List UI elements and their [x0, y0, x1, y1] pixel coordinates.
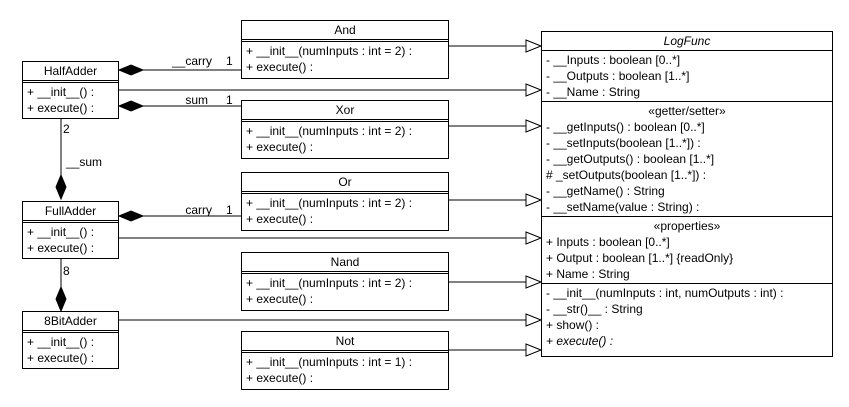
inheritance-arrowhead [525, 343, 543, 357]
class-name: Nand [242, 253, 448, 272]
class-and[interactable]: And + __init__(numInputs : int = 2) : + … [241, 20, 449, 79]
operation-execute: + execute() : [246, 212, 314, 226]
operation-get-outputs: - __getOutputs() : boolean [1..*] [546, 152, 715, 166]
inheritance-arrowhead [525, 39, 543, 53]
class-xor[interactable]: Xor + __init__(numInputs : int = 2) : + … [241, 100, 449, 159]
role-sum-label: __sum [172, 93, 209, 107]
operations-compartment: + __init__(numInputs : int = 1) : + exec… [242, 353, 448, 387]
multiplicity-label: 8 [63, 264, 70, 278]
attributes-compartment [242, 272, 448, 274]
class-or[interactable]: Or + __init__(numInputs : int = 2) : + e… [241, 172, 449, 231]
multiplicity-label: 1 [226, 203, 233, 217]
attributes-compartment [23, 221, 118, 223]
multiplicity-label: 1 [226, 93, 233, 107]
operations-compartment: + __init__(numInputs : int = 2) : + exec… [242, 274, 448, 308]
composition-diamond [55, 173, 67, 201]
attributes-compartment [23, 81, 118, 83]
class-name: HalfAdder [23, 62, 118, 81]
role-carry-label: __carry [172, 203, 213, 217]
attribute-outputs: - __Outputs : boolean [1..*] [546, 69, 690, 83]
stereotype-properties: «properties» [653, 219, 721, 233]
operations-compartment: + __init__(numInputs : int = 2) : + exec… [242, 194, 448, 228]
operation-init: + __init__() : [27, 335, 95, 349]
attributes-compartment [242, 120, 448, 122]
operations-compartment: + __init__(numInputs : int = 2) : + exec… [242, 122, 448, 156]
property-name: + Name : String [546, 267, 630, 281]
operation-init: + __init__(numInputs : int = 2) : [246, 196, 413, 210]
class-name: And [242, 21, 448, 40]
composition-diamond [117, 100, 145, 112]
class-name: LogFunc [542, 32, 832, 51]
operation-show: + show() : [546, 318, 600, 332]
operation-init: + __init__() : [27, 85, 95, 99]
properties-compartment: «properties» + Inputs : boolean [0..*] +… [542, 217, 832, 284]
operation-execute: + execute() : [27, 241, 95, 255]
operation-set-name: - __setName(value : String) : [546, 200, 700, 214]
inheritance-arrowhead [525, 83, 543, 97]
stereotype-getter-setter: «getter/setter» [648, 104, 726, 118]
operations-compartment: + __init__() : + execute() : [23, 223, 118, 257]
operation-set-inputs: - __setInputs(boolean [1..*]) : [546, 136, 701, 150]
class-halfadder[interactable]: HalfAdder + __init__() : + execute() : [22, 61, 119, 119]
operations-compartment: + __init__() : + execute() : [23, 83, 118, 117]
class-fulladder[interactable]: FullAdder + __init__() : + execute() : [22, 201, 119, 259]
attribute-name: - __Name : String [546, 85, 641, 99]
role-sum-label: __sum [66, 155, 103, 169]
operation-set-outputs: # _setOutputs(boolean [1..*]) : [546, 168, 707, 182]
operation-str: - __str()__ : String [546, 302, 643, 316]
operations-compartment: + __init__(numInputs : int = 2) : + exec… [242, 42, 448, 76]
composition-diamond [117, 64, 145, 76]
getter-setter-compartment: «getter/setter» - __getInputs() : boolea… [542, 102, 832, 217]
operation-execute-abstract: + execute() : [546, 334, 614, 348]
inheritance-arrowhead [525, 231, 543, 245]
inheritance-arrowhead [525, 119, 543, 133]
attributes-compartment [242, 351, 448, 353]
operation-execute: + execute() : [246, 371, 314, 385]
operation-init: + __init__(numInputs : int = 2) : [246, 44, 413, 58]
attributes-compartment [242, 40, 448, 42]
class-nand[interactable]: Nand + __init__(numInputs : int = 2) : +… [241, 252, 449, 311]
property-inputs: + Inputs : boolean [0..*] [546, 235, 670, 249]
operation-execute: + execute() : [246, 292, 314, 306]
operation-init: + __init__(numInputs : int = 1) : [246, 355, 413, 369]
inheritance-arrowhead [525, 193, 543, 207]
class-name: Or [242, 173, 448, 192]
role-carry-label: __carry [172, 54, 213, 68]
operation-init: + __init__(numInputs : int = 2) : [246, 276, 413, 290]
operations-compartment: - __init__(numInputs : int, numOutputs :… [542, 284, 832, 350]
multiplicity-label: 2 [63, 122, 70, 136]
operation-execute: + execute() : [27, 101, 95, 115]
class-not[interactable]: Not + __init__(numInputs : int = 1) : + … [241, 331, 449, 390]
attributes-compartment [242, 192, 448, 194]
operation-execute: + execute() : [246, 60, 314, 74]
class-eightbitadder[interactable]: 8BitAdder + __init__() : + execute() : [22, 311, 119, 369]
property-output: + Output : boolean [1..*] {readOnly} [546, 251, 734, 265]
class-name: Not [242, 332, 448, 351]
class-name: FullAdder [23, 202, 118, 221]
inheritance-arrowhead [525, 275, 543, 289]
class-name: 8BitAdder [23, 312, 118, 331]
composition-diamond [117, 210, 145, 222]
inheritance-arrowhead [525, 313, 543, 327]
operation-execute: + execute() : [246, 140, 314, 154]
operation-init: + __init__(numInputs : int = 2) : [246, 124, 413, 138]
class-logfunc[interactable]: LogFunc - __Inputs : boolean [0..*] - __… [541, 31, 833, 357]
operation-init: - __init__(numInputs : int, numOutputs :… [546, 286, 784, 300]
attributes-compartment: - __Inputs : boolean [0..*] - __Outputs … [542, 51, 832, 102]
class-name: Xor [242, 101, 448, 120]
operation-init: + __init__() : [27, 225, 95, 239]
attribute-inputs: - __Inputs : boolean [0..*] [546, 53, 681, 67]
operation-execute: + execute() : [27, 351, 95, 365]
multiplicity-label: 1 [226, 54, 233, 68]
operations-compartment: + __init__() : + execute() : [23, 333, 118, 367]
composition-diamond [55, 285, 67, 313]
attributes-compartment [23, 331, 118, 333]
operation-get-inputs: - __getInputs() : boolean [0..*] [546, 120, 705, 134]
operation-get-name: - __getName() : String [546, 184, 665, 198]
